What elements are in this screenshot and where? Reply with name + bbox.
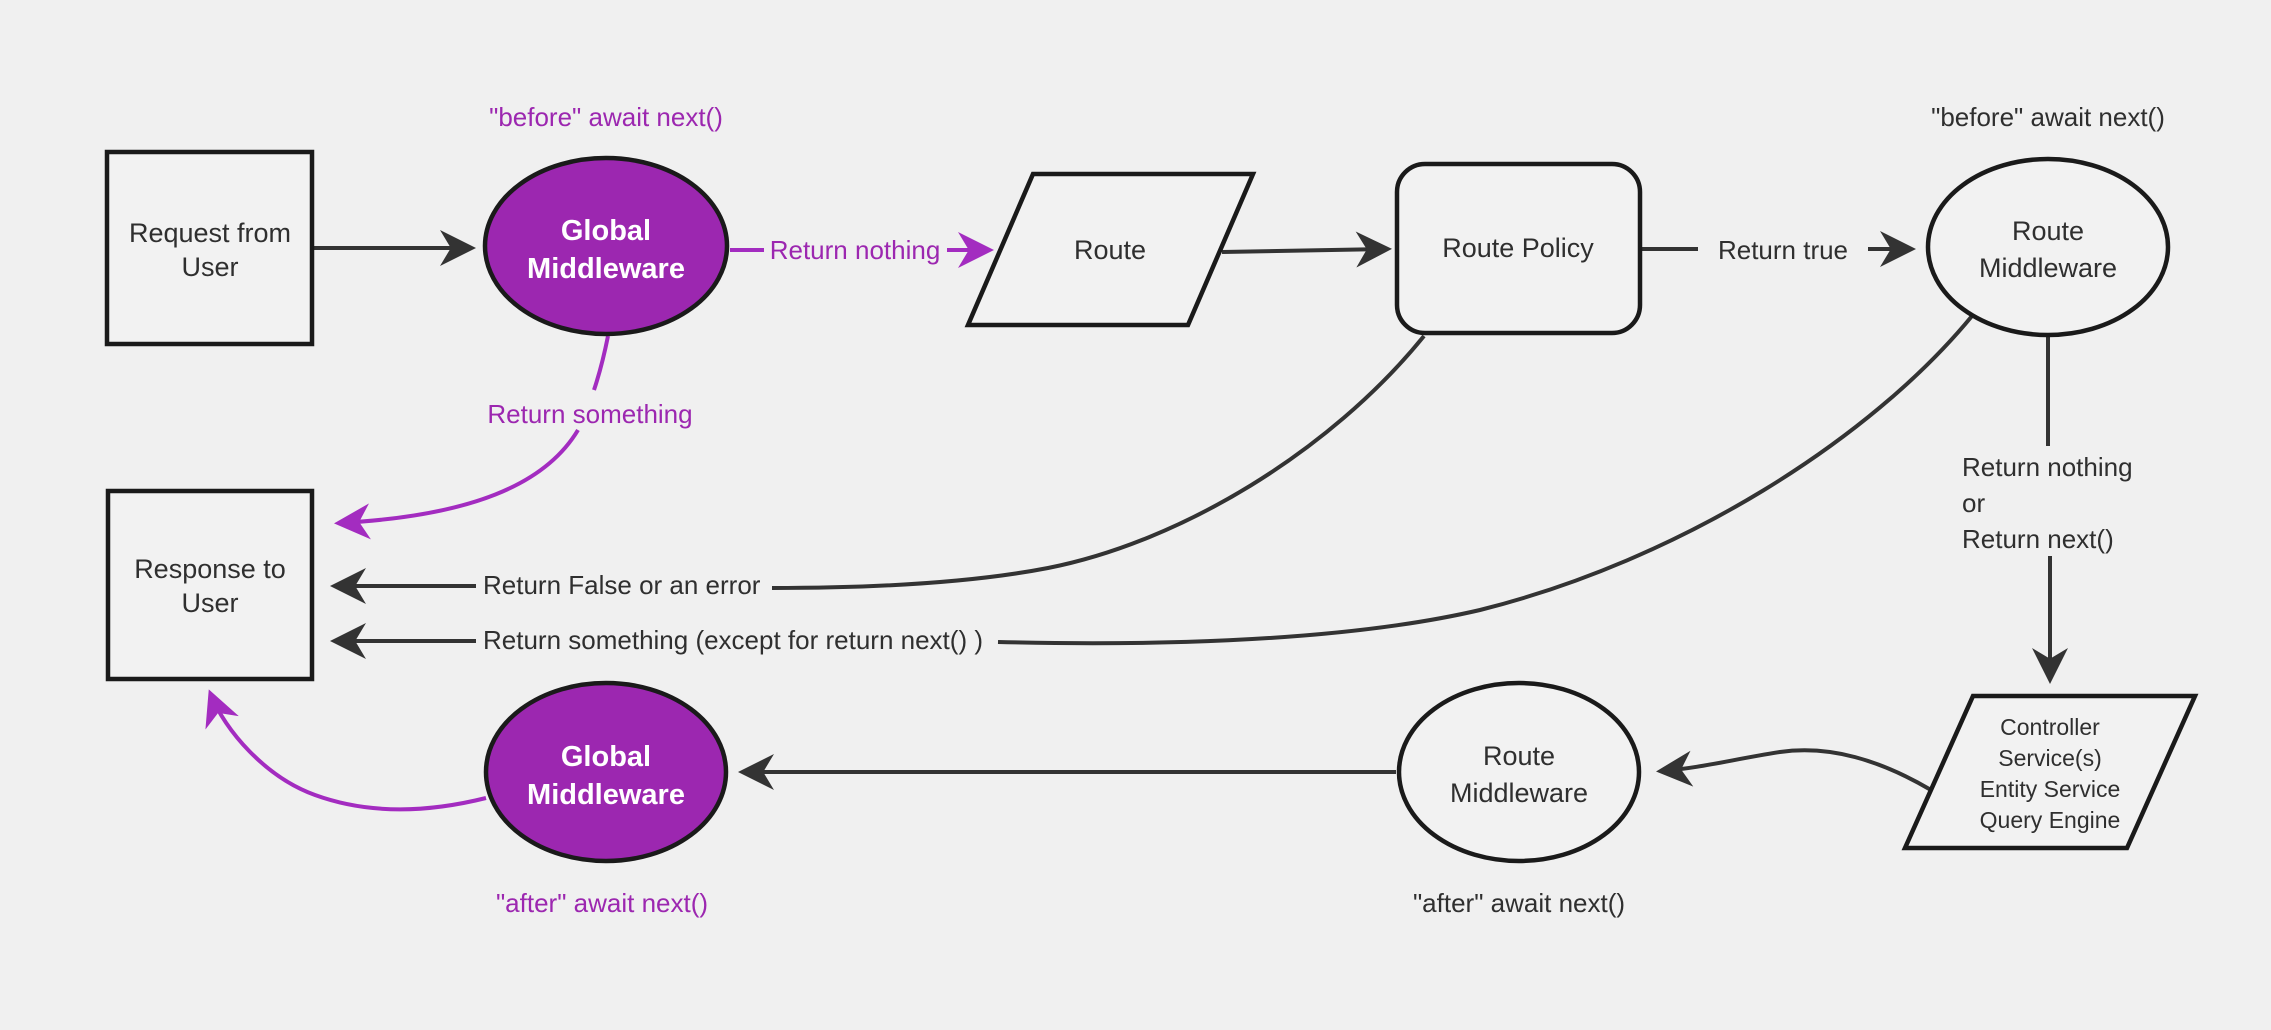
global-middleware-top-ellipse [482,155,730,337]
edge-return-something-segment-top [592,335,610,391]
label-before-await-next-route: "before" await next() [1931,102,2165,132]
route-policy-box [1394,161,1643,336]
node-route-middleware-top: Route Middleware [1925,156,2171,338]
label-after-await-next-global: "after" await next() [496,888,708,918]
node-route-policy: Route Policy [1394,161,1643,336]
edge-return-something-except-curve [997,314,1974,646]
node-controller: Controller Service(s) Entity Service Que… [1901,693,2199,851]
label-return-something-except: Return something (except for return next… [483,625,983,655]
node-route-middleware-bottom: Route Middleware [1396,680,1642,864]
edge-controller-to-route-middleware-bottom [1656,748,1933,792]
response-label-line2: User [181,588,238,618]
label-return-something: Return something [487,399,692,429]
route-middleware-top-label-line1: Route [2012,216,2084,246]
global-middleware-bottom-ellipse [483,680,729,864]
label-return-nothing-or-line2: or [1962,488,1985,518]
global-middleware-bottom-label-line1: Global [561,741,651,773]
label-return-nothing-or-line1: Return nothing [1962,452,2133,482]
label-return-nothing: Return nothing [770,235,941,265]
label-return-false-or-error: Return False or an error [483,570,761,600]
route-middleware-bottom-label-line2: Middleware [1450,778,1588,808]
label-after-await-next-route: "after" await next() [1413,888,1625,918]
edge-return-something-segment-bottom [334,428,580,540]
edge-return-false-curve [771,334,1426,590]
route-label: Route [1074,235,1146,265]
edge-route-to-route-policy [1221,231,1392,268]
node-global-middleware-bottom: Global Middleware [483,680,729,864]
request-label-line1: Request from [129,218,291,248]
edge-global-middleware-bottom-to-response [205,689,487,812]
edges [205,230,2068,812]
route-middleware-top-ellipse [1925,156,2171,338]
label-return-nothing-or-line3: Return next() [1962,524,2114,554]
route-policy-label: Route Policy [1442,233,1594,263]
route-middleware-bottom-label-line1: Route [1483,741,1555,771]
response-box [105,488,315,682]
route-parallelogram [964,171,1257,328]
request-box [104,149,315,347]
controller-label-line4: Query Engine [1980,807,2121,833]
controller-parallelogram [1901,693,2199,851]
request-label-line2: User [181,252,238,282]
node-request: Request from User [104,149,315,347]
label-return-true: Return true [1718,235,1848,265]
controller-label-line3: Entity Service [1980,776,2121,802]
controller-label-line2: Service(s) [1998,745,2102,771]
edge-labels: "before" await next() Return nothing Ret… [483,102,2165,918]
node-route: Route [964,171,1257,328]
global-middleware-top-label-line1: Global [561,215,651,247]
route-middleware-top-label-line2: Middleware [1979,253,2117,283]
node-response: Response to User [105,488,315,682]
route-middleware-bottom-ellipse [1396,680,1642,864]
global-middleware-bottom-label-line2: Middleware [527,779,685,811]
node-global-middleware-top: Global Middleware [482,155,730,337]
label-before-await-next-global: "before" await next() [489,102,723,132]
global-middleware-top-label-line2: Middleware [527,253,685,285]
response-label-line1: Response to [134,554,286,584]
controller-label-line1: Controller [2000,714,2100,740]
